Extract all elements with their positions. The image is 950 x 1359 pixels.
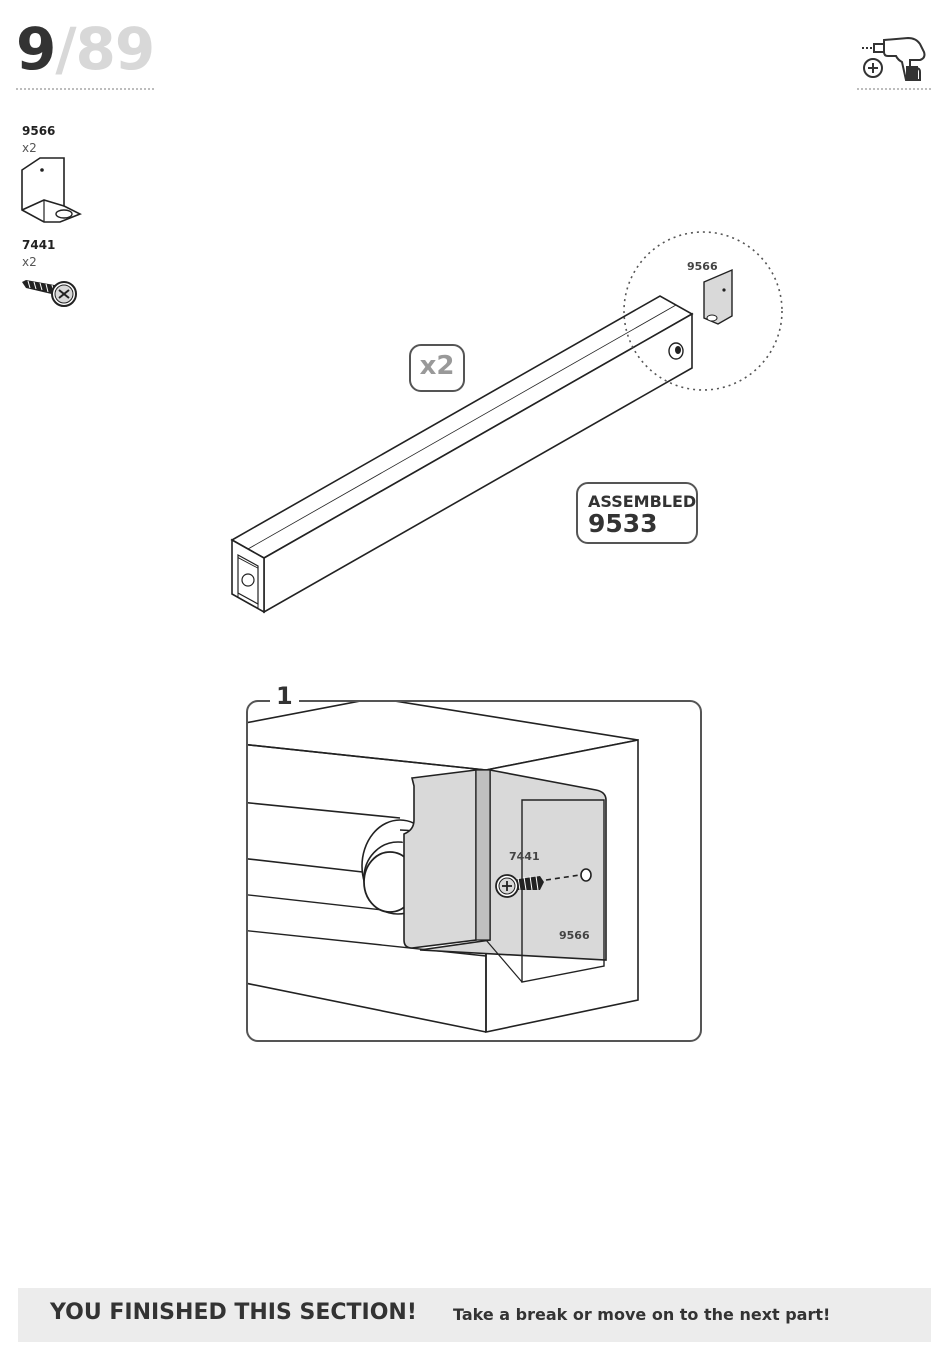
- section-complete-title: YOU FINISHED THIS SECTION!: [50, 1300, 417, 1325]
- section-complete-banner: YOU FINISHED THIS SECTION! Take a break …: [18, 1288, 931, 1342]
- bracket-callout: 9566: [559, 929, 590, 942]
- step-1-drawing: [0, 0, 950, 1100]
- section-complete-subtitle: Take a break or move on to the next part…: [453, 1305, 830, 1324]
- screw-callout: 7441: [509, 850, 540, 863]
